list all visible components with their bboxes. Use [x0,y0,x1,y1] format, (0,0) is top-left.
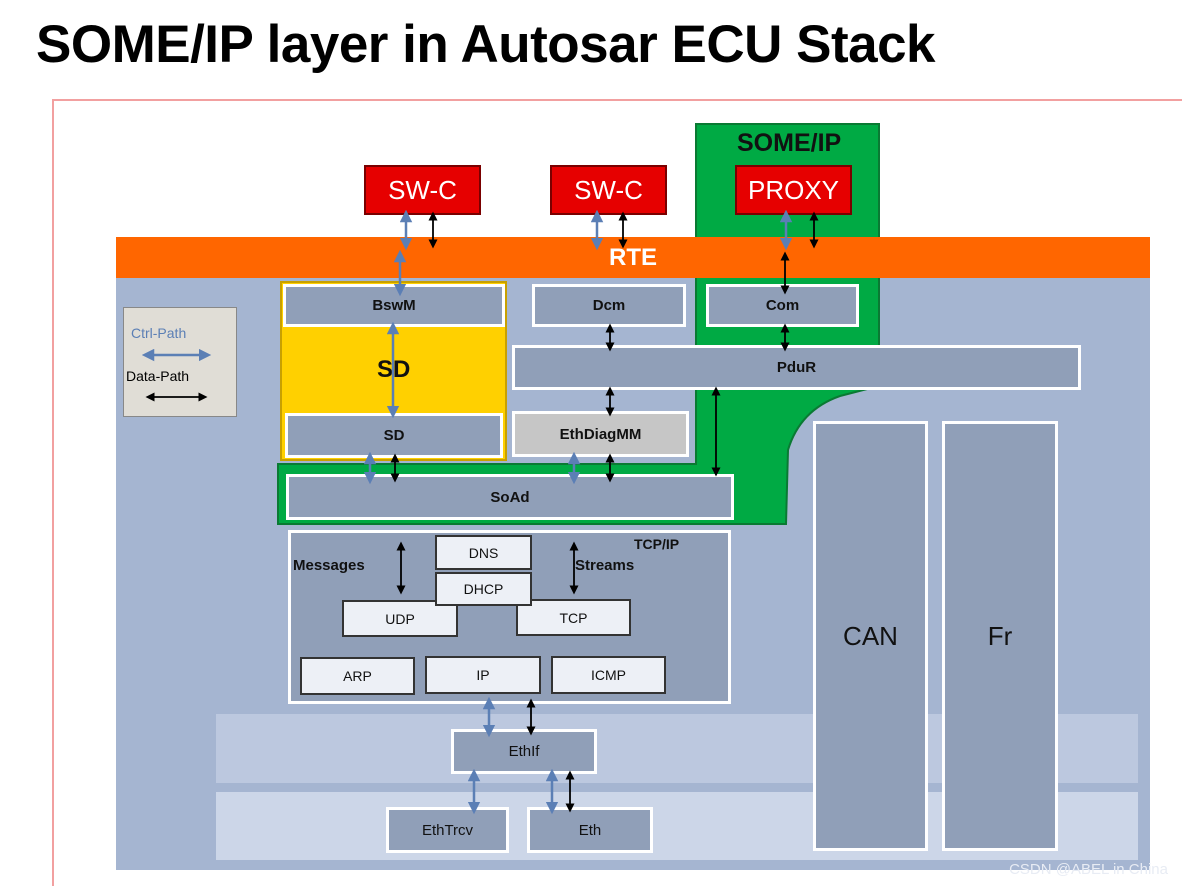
icmp-module: ICMP [551,656,666,694]
ethdiagmm-module: EthDiagMM [512,411,689,457]
title-underline [52,99,1182,101]
ethif-module: EthIf [451,729,597,774]
rte-label: RTE [609,243,657,271]
swc-1: SW-C [364,165,481,215]
legend-ctrl-path: Ctrl-Path [131,325,187,341]
dcm-module: Dcm [532,284,686,327]
someip-region-label: SOME/IP [737,129,842,157]
streams-label: Streams [575,557,635,574]
proxy: PROXY [735,165,852,215]
swc-2: SW-C [550,165,667,215]
soad-module: SoAd [286,474,734,520]
dns-module: DNS [435,535,532,570]
fr-module: Fr [942,421,1058,851]
rte-bar: RTE [116,237,1150,278]
eth-module: Eth [527,807,653,853]
tcpip-label: TCP/IP [634,536,680,552]
ethtrcv-module: EthTrcv [386,807,509,853]
watermark: CSDN @ABEL in China [1009,861,1168,878]
ip-module: IP [425,656,541,694]
messages-label: Messages [293,557,365,574]
left-rule [52,99,54,886]
pdur-module: PduR [512,345,1081,390]
slide-title: SOME/IP layer in Autosar ECU Stack [36,15,936,74]
dhcp-module: DHCP [435,572,532,606]
legend-data-path: Data-Path [126,368,190,384]
can-module: CAN [813,421,928,851]
arp-module: ARP [300,657,415,695]
udp-module: UDP [342,600,458,637]
tcp-module: TCP [516,599,631,636]
